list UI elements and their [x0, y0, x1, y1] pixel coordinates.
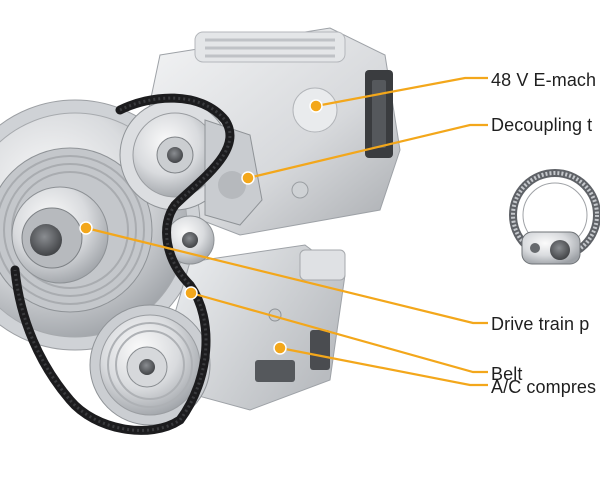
label-belt: Belt — [491, 364, 523, 384]
callout-dot-ac-compressor — [273, 341, 287, 355]
callout-lines — [79, 76, 488, 387]
decoupling-inset — [509, 169, 600, 265]
tensioner — [165, 215, 215, 265]
label-drive-train: Drive train p — [491, 314, 590, 334]
callout-line-ac-compressor — [279, 346, 488, 387]
callout-line-e-machine — [315, 76, 488, 108]
label-decoupling: Decoupling t — [491, 115, 593, 135]
callout-dot-e-machine — [309, 99, 323, 113]
callout-line-belt — [190, 291, 488, 374]
callout-dot-decoupling — [241, 171, 255, 185]
compressor-pulley — [89, 304, 211, 426]
ac-compressor — [169, 244, 346, 411]
callout-line-decoupling — [247, 123, 488, 180]
label-e-machine: 48 V E-mach — [491, 70, 597, 90]
label-ac-compressor: A/C compres — [491, 377, 597, 397]
callout-dot-drive-train — [79, 221, 93, 235]
callout-line-drive-train — [85, 226, 488, 325]
callout-dot-belt — [184, 286, 198, 300]
